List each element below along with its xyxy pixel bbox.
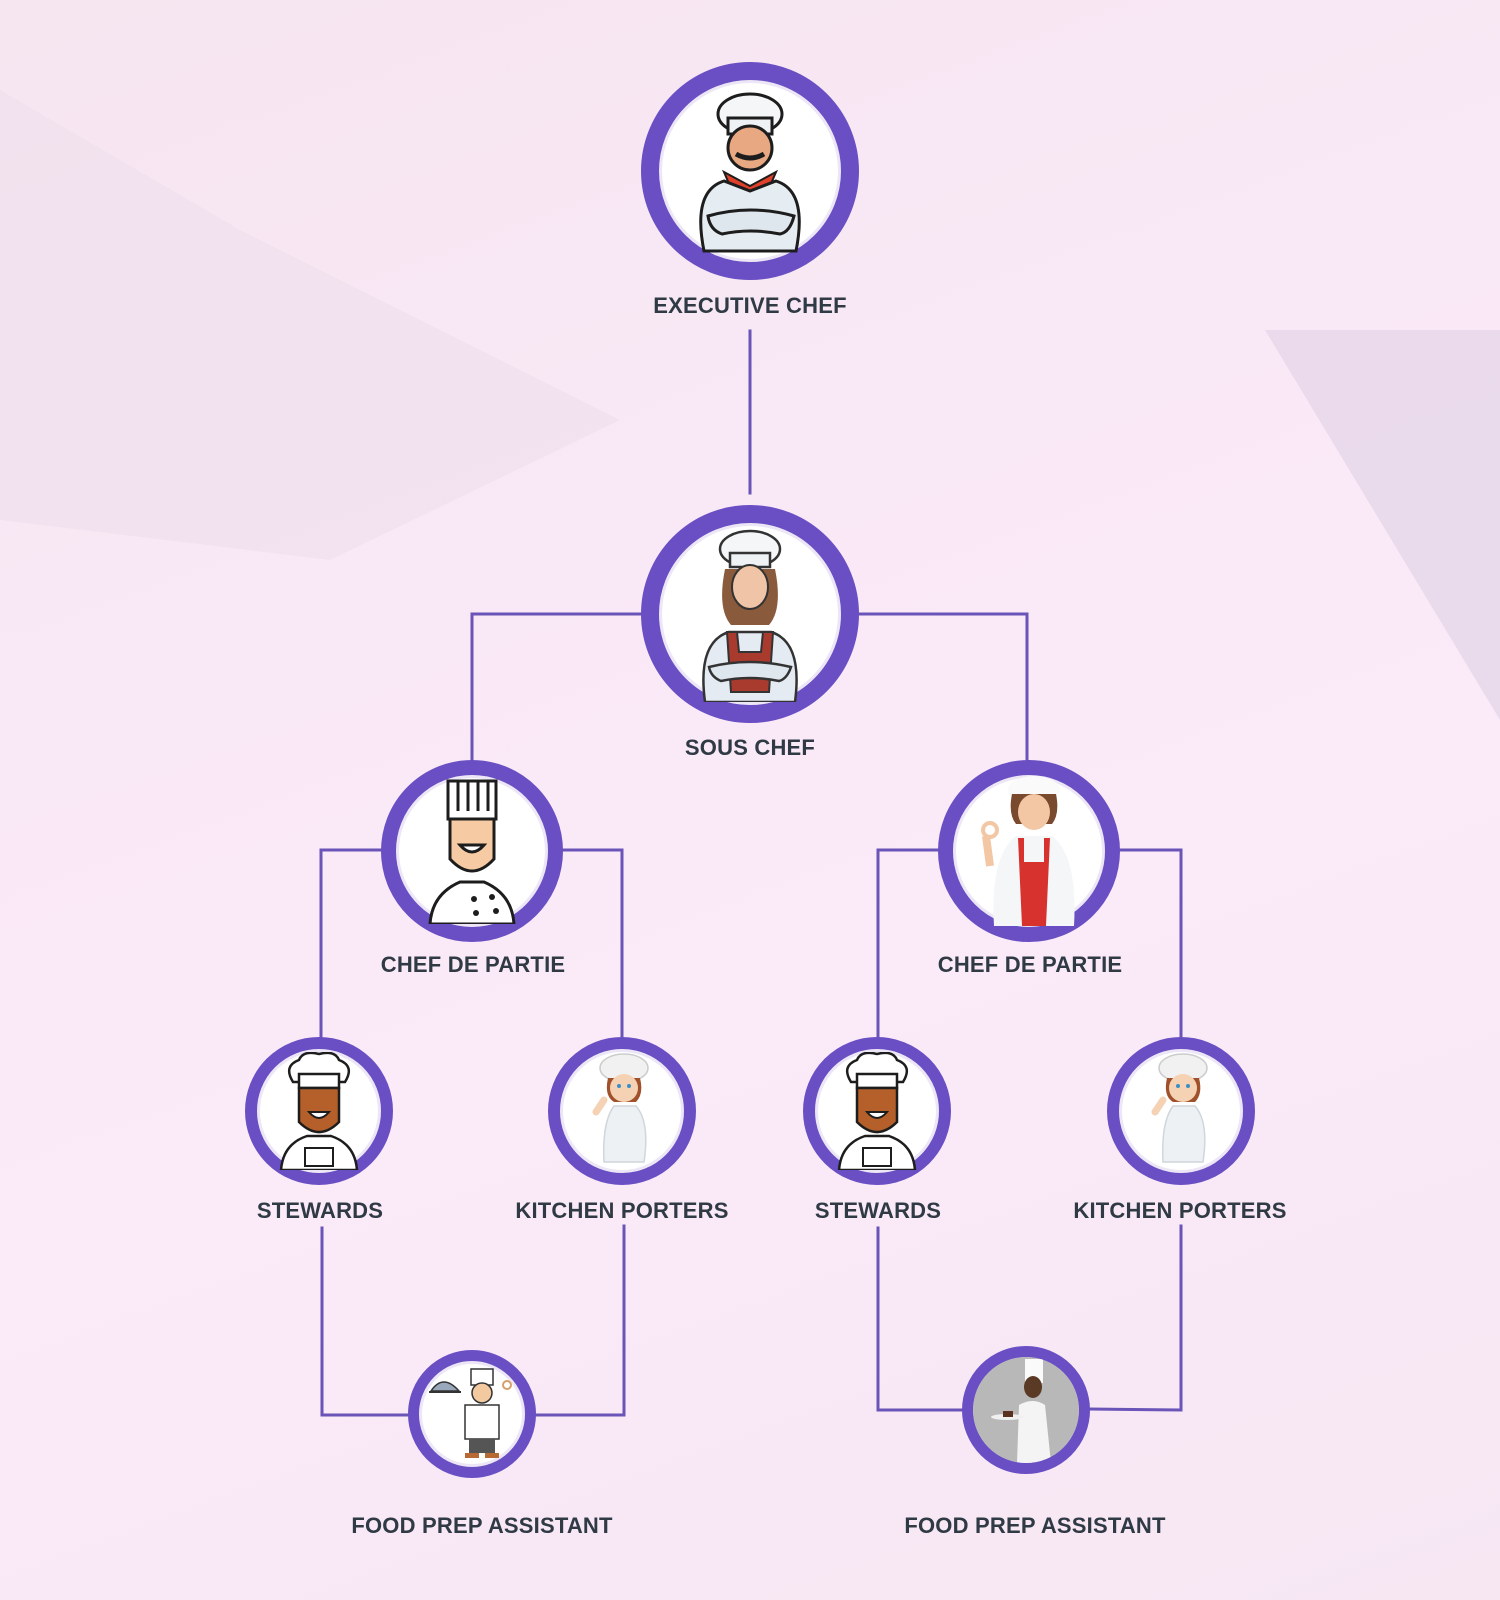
chef-woman-red-apron-ok-sign-icon bbox=[981, 776, 1075, 926]
node-stewards-right[interactable] bbox=[803, 1037, 951, 1185]
label-stewards-right: STEWARDS bbox=[814, 1198, 942, 1223]
node-kitchen-porters-left[interactable] bbox=[548, 1037, 696, 1185]
label-chef-de-partie-left: CHEF DE PARTIE bbox=[380, 952, 566, 977]
label-executive-chef: EXECUTIVE CHEF bbox=[653, 293, 847, 318]
node-executive-chef[interactable] bbox=[641, 62, 859, 280]
label-stewards-left: STEWARDS bbox=[256, 1198, 384, 1223]
node-food-prep-assistant-left[interactable] bbox=[408, 1350, 536, 1478]
chef-woman-serving-plate-icon bbox=[973, 1357, 1079, 1463]
node-food-prep-assistant-right[interactable] bbox=[962, 1346, 1090, 1474]
label-kitchen-porters-right: KITCHEN PORTERS bbox=[1073, 1198, 1287, 1223]
label-food-prep-assistant-left: FOOD PREP ASSISTANT bbox=[351, 1513, 613, 1538]
chef-man-serving-cloche-icon bbox=[429, 1368, 512, 1458]
node-chef-de-partie-left[interactable] bbox=[381, 760, 563, 942]
chef-man-dark-skin-icon bbox=[837, 1052, 917, 1170]
label-sous-chef: SOUS CHEF bbox=[684, 735, 816, 760]
chef-man-dark-skin-icon bbox=[279, 1052, 359, 1170]
label-chef-de-partie-right: CHEF DE PARTIE bbox=[937, 952, 1123, 977]
node-kitchen-porters-right[interactable] bbox=[1107, 1037, 1255, 1185]
label-food-prep-assistant-right: FOOD PREP ASSISTANT bbox=[904, 1513, 1166, 1538]
node-chef-de-partie-right[interactable] bbox=[938, 760, 1120, 942]
chef-woman-thumbs-up-icon bbox=[592, 1053, 649, 1163]
label-kitchen-porters-left: KITCHEN PORTERS bbox=[515, 1198, 729, 1223]
node-sous-chef[interactable] bbox=[641, 505, 859, 723]
chef-man-tall-hat-smiling-icon bbox=[428, 779, 516, 924]
chef-man-mustache-arms-crossed-icon bbox=[699, 92, 801, 253]
chef-woman-apron-arms-crossed-icon bbox=[702, 529, 798, 702]
node-stewards-left[interactable] bbox=[245, 1037, 393, 1185]
chef-woman-thumbs-up-icon bbox=[1151, 1053, 1208, 1163]
